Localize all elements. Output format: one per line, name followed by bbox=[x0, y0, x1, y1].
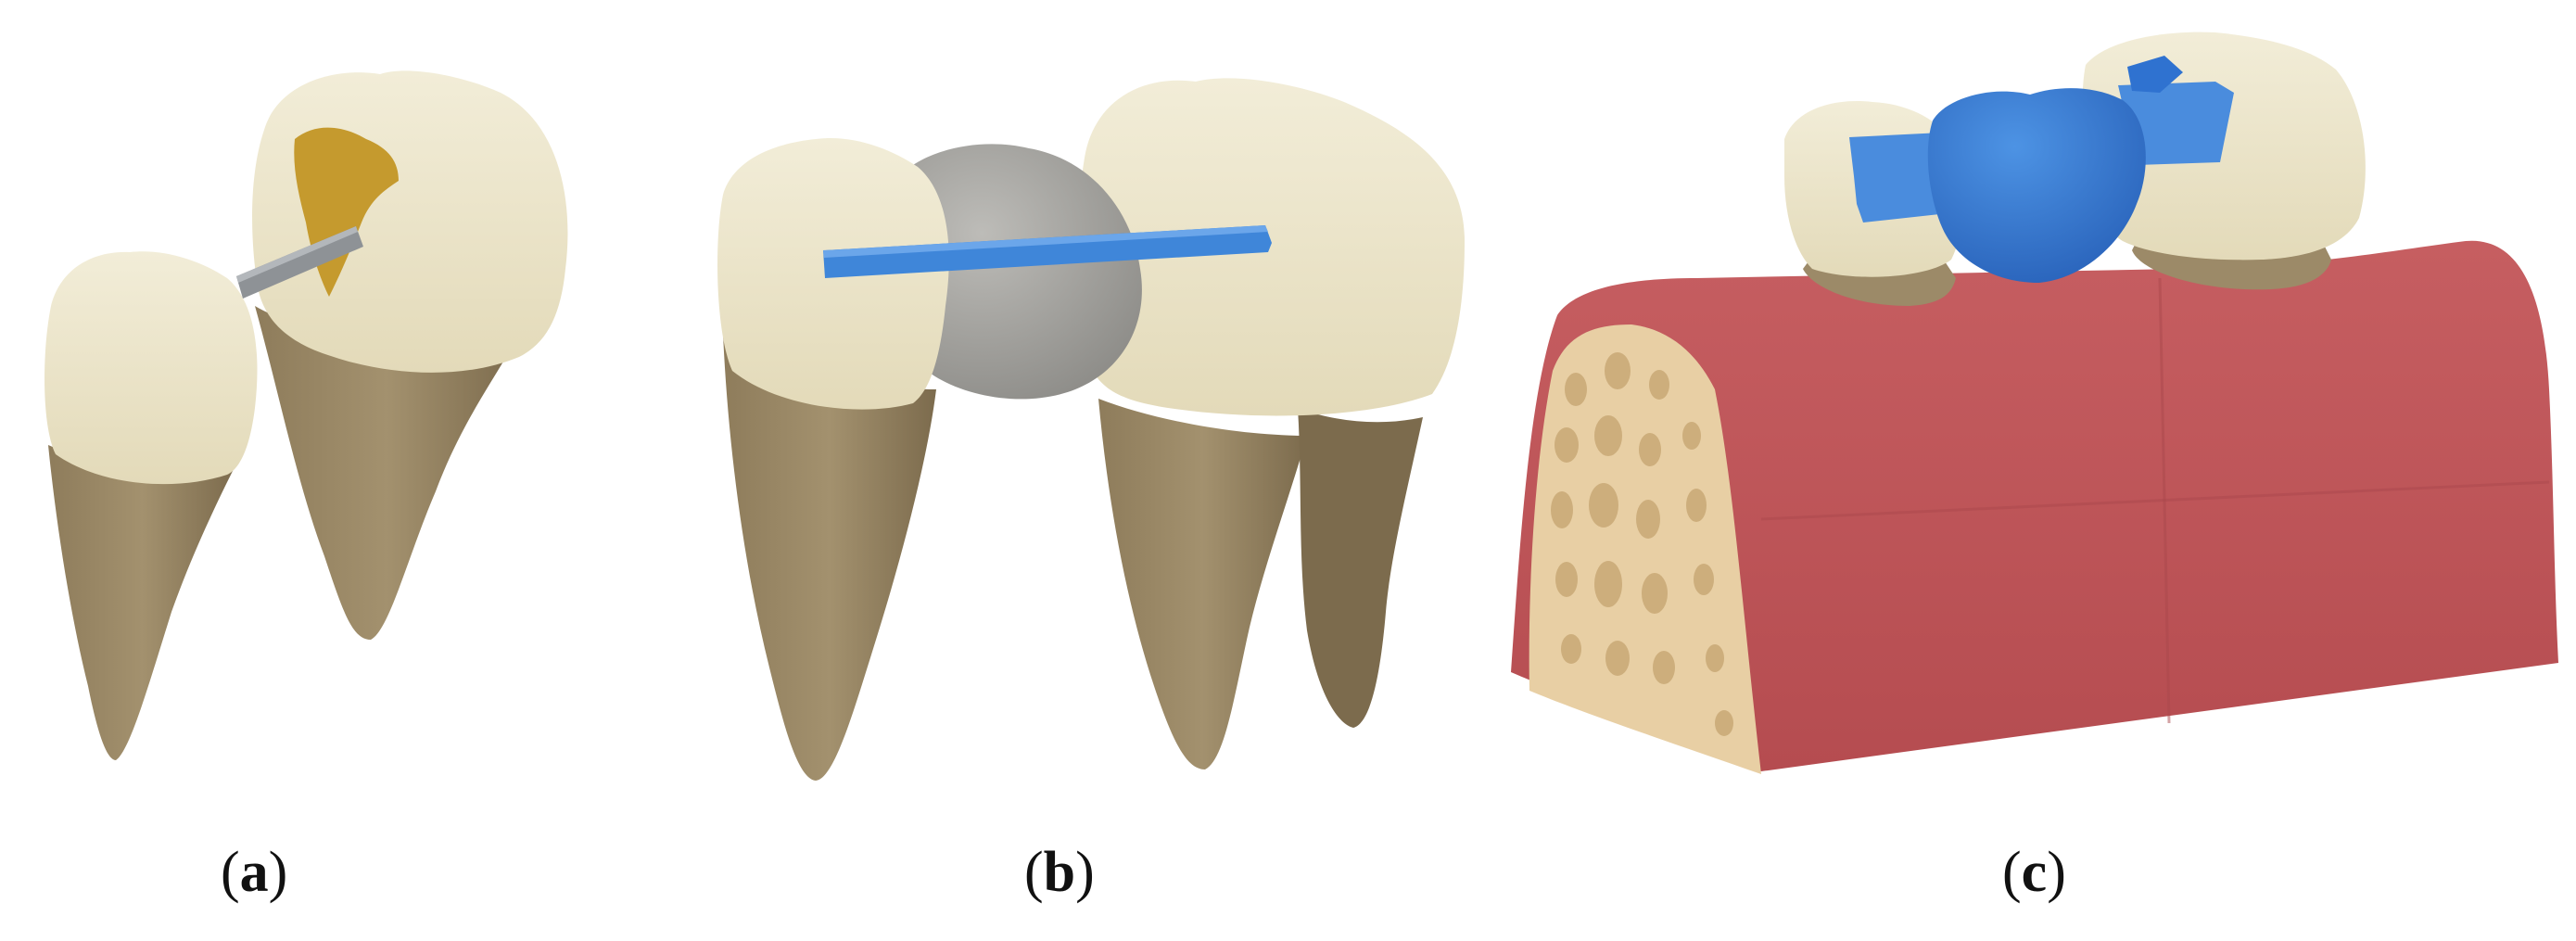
panel-b-molar-root-front bbox=[1098, 399, 1307, 769]
panel-a-premolar-root bbox=[48, 445, 236, 760]
panel-c-bone-pores bbox=[1551, 352, 1733, 736]
panel-c-bone-section bbox=[1529, 324, 1761, 774]
panel-c-gingiva bbox=[1511, 240, 2558, 771]
panel-letter-a: a bbox=[239, 841, 269, 904]
panel-label-a: (a) bbox=[221, 841, 288, 904]
panel-b-molar-root-back bbox=[1298, 408, 1423, 728]
panel-a-premolar-crown bbox=[44, 251, 258, 485]
panel-b-illustration bbox=[717, 78, 1465, 781]
panel-c-illustration bbox=[1511, 32, 2558, 774]
panel-label-b: (b) bbox=[1024, 841, 1095, 904]
panel-c-framework-pontic bbox=[1927, 88, 2146, 283]
panel-a-illustration bbox=[44, 70, 568, 760]
panel-b-fiber-strip bbox=[823, 225, 1272, 278]
panel-a-metal-post bbox=[236, 226, 363, 299]
panel-b-premolar-root bbox=[723, 334, 936, 781]
panel-a-molar-crown bbox=[252, 70, 568, 373]
panel-c-framework-top-tab bbox=[2127, 56, 2183, 93]
panel-a-molar-root bbox=[255, 306, 519, 640]
panel-letter-c: c bbox=[2021, 841, 2048, 904]
panel-b-molar-crown bbox=[1078, 78, 1465, 416]
panel-c-framework-right-wing bbox=[2118, 82, 2234, 165]
panel-label-c: (c) bbox=[2002, 841, 2066, 904]
panel-letter-b: b bbox=[1043, 841, 1076, 904]
